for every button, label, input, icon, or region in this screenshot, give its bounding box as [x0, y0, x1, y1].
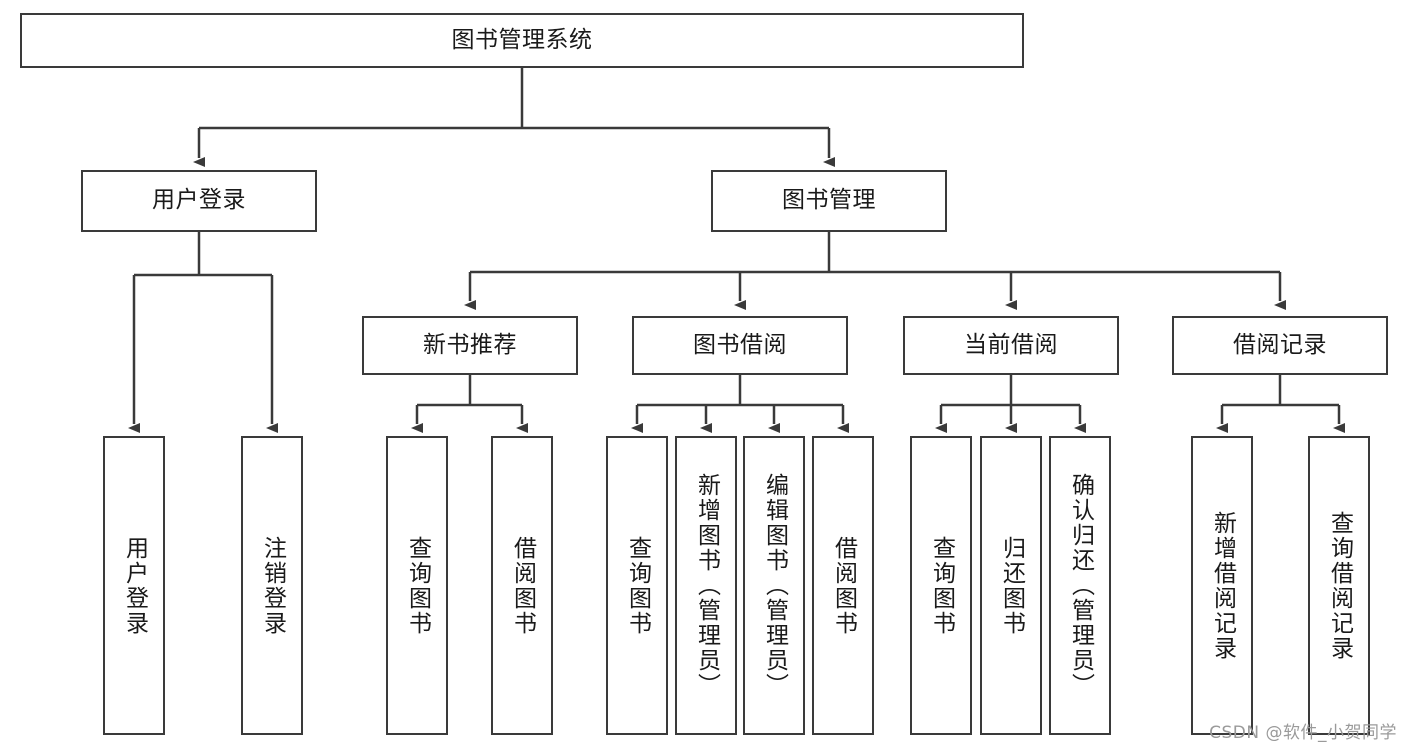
- node-label: 新增图书（管理员）: [693, 473, 720, 698]
- node-book-management[interactable]: 图书管理: [711, 170, 947, 232]
- node-label: 编辑图书（管理员）: [761, 473, 788, 698]
- leaf-user-login[interactable]: 用户登录: [103, 436, 165, 735]
- node-label: 查询图书: [404, 535, 431, 636]
- leaf-logout[interactable]: 注销登录: [241, 436, 303, 735]
- leaf-borrow-books-borrow[interactable]: 借阅图书: [812, 436, 874, 735]
- node-label: 查询借阅记录: [1326, 510, 1353, 661]
- node-user-login[interactable]: 用户登录: [81, 170, 317, 232]
- node-label: 借阅图书: [830, 535, 857, 636]
- leaf-query-books-current[interactable]: 查询图书: [910, 436, 972, 735]
- node-current-borrow[interactable]: 当前借阅: [903, 316, 1119, 375]
- node-label: 查询图书: [624, 535, 651, 636]
- leaf-edit-book-admin[interactable]: 编辑图书（管理员）: [743, 436, 805, 735]
- node-label: 查询图书: [928, 535, 955, 636]
- node-label: 归还图书: [998, 535, 1025, 636]
- leaf-return-books[interactable]: 归还图书: [980, 436, 1042, 735]
- leaf-confirm-return-admin[interactable]: 确认归还（管理员）: [1049, 436, 1111, 735]
- node-label: 图书管理: [782, 187, 876, 214]
- node-label: 借阅图书: [509, 535, 536, 636]
- node-book-borrow[interactable]: 图书借阅: [632, 316, 848, 375]
- node-label: 注销登录: [259, 535, 286, 636]
- node-label: 新增借阅记录: [1209, 510, 1236, 661]
- leaf-add-book-admin[interactable]: 新增图书（管理员）: [675, 436, 737, 735]
- leaf-add-borrow-record[interactable]: 新增借阅记录: [1191, 436, 1253, 735]
- node-label: 当前借阅: [964, 331, 1058, 358]
- node-borrow-records[interactable]: 借阅记录: [1172, 316, 1388, 375]
- node-label: 用户登录: [121, 535, 148, 636]
- node-new-book-recommend[interactable]: 新书推荐: [362, 316, 578, 375]
- node-label: 图书借阅: [693, 331, 787, 358]
- node-label: 图书管理系统: [451, 26, 593, 53]
- node-label: 确认归还（管理员）: [1067, 473, 1094, 698]
- leaf-borrow-books-recommend[interactable]: 借阅图书: [491, 436, 553, 735]
- node-label: 借阅记录: [1233, 331, 1327, 358]
- node-label: 新书推荐: [423, 331, 517, 358]
- leaf-query-books-borrow[interactable]: 查询图书: [606, 436, 668, 735]
- leaf-query-books-recommend[interactable]: 查询图书: [386, 436, 448, 735]
- node-root-system[interactable]: 图书管理系统: [20, 13, 1024, 68]
- leaf-query-borrow-record[interactable]: 查询借阅记录: [1308, 436, 1370, 735]
- watermark-text: CSDN @软件_小贺同学: [1209, 723, 1397, 743]
- node-label: 用户登录: [152, 187, 246, 214]
